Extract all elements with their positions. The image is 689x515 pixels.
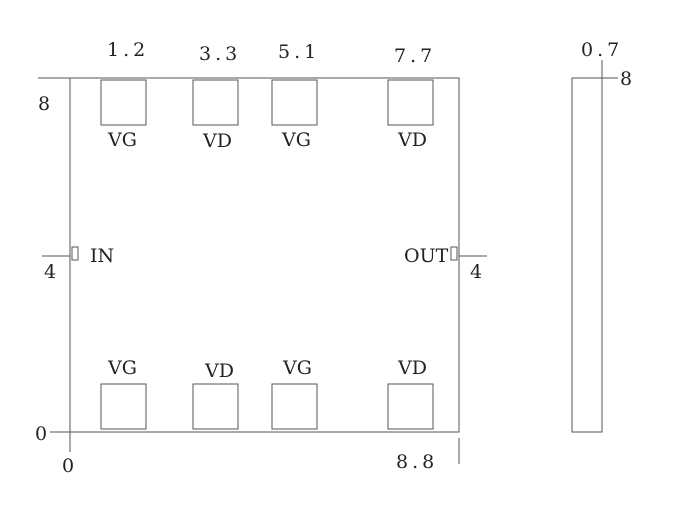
top-pad-position-2: 3.3 bbox=[199, 43, 241, 65]
top-pad-position-4: 7.7 bbox=[394, 45, 436, 67]
bottom-pad-label-2: VD bbox=[204, 360, 234, 382]
top-pad-vg-2 bbox=[271, 79, 318, 126]
side-view-outline bbox=[571, 77, 603, 433]
bottom-pad-label-3: VG bbox=[282, 357, 312, 379]
output-port-y-label: 4 bbox=[470, 261, 482, 283]
top-pad-vd-1 bbox=[192, 79, 239, 126]
side-view-thickness-label: 0.7 bbox=[581, 39, 623, 61]
top-pad-vd-2 bbox=[387, 79, 434, 126]
height-top-label: 8 bbox=[38, 93, 50, 115]
top-pad-position-3: 5.1 bbox=[278, 41, 320, 63]
chip-outline bbox=[69, 77, 460, 433]
origin-y-label: 0 bbox=[35, 423, 47, 445]
bottom-pad-vg-2 bbox=[271, 383, 318, 430]
top-pad-label-3: VG bbox=[281, 129, 311, 151]
origin-x-label: 0 bbox=[62, 455, 74, 477]
bottom-pad-vg-1 bbox=[100, 383, 147, 430]
top-pad-vg-1 bbox=[100, 79, 147, 126]
input-port-y-label: 4 bbox=[44, 261, 56, 283]
bottom-pad-vd-2 bbox=[387, 383, 434, 430]
top-pad-label-4: VD bbox=[397, 129, 427, 151]
side-view-height-label: 8 bbox=[620, 68, 632, 90]
top-pad-label-2: VD bbox=[202, 130, 232, 152]
output-port-label: OUT bbox=[404, 245, 449, 267]
bottom-pad-label-1: VG bbox=[107, 357, 137, 379]
bottom-pad-vd-1 bbox=[192, 383, 239, 430]
input-port-pad bbox=[71, 246, 79, 261]
bottom-pad-label-4: VD bbox=[397, 357, 427, 379]
input-port-label: IN bbox=[90, 245, 114, 267]
top-pad-position-1: 1.2 bbox=[107, 39, 149, 61]
output-port-pad bbox=[450, 246, 458, 261]
top-pad-label-1: VG bbox=[107, 129, 137, 151]
width-label: 8.8 bbox=[396, 451, 438, 473]
